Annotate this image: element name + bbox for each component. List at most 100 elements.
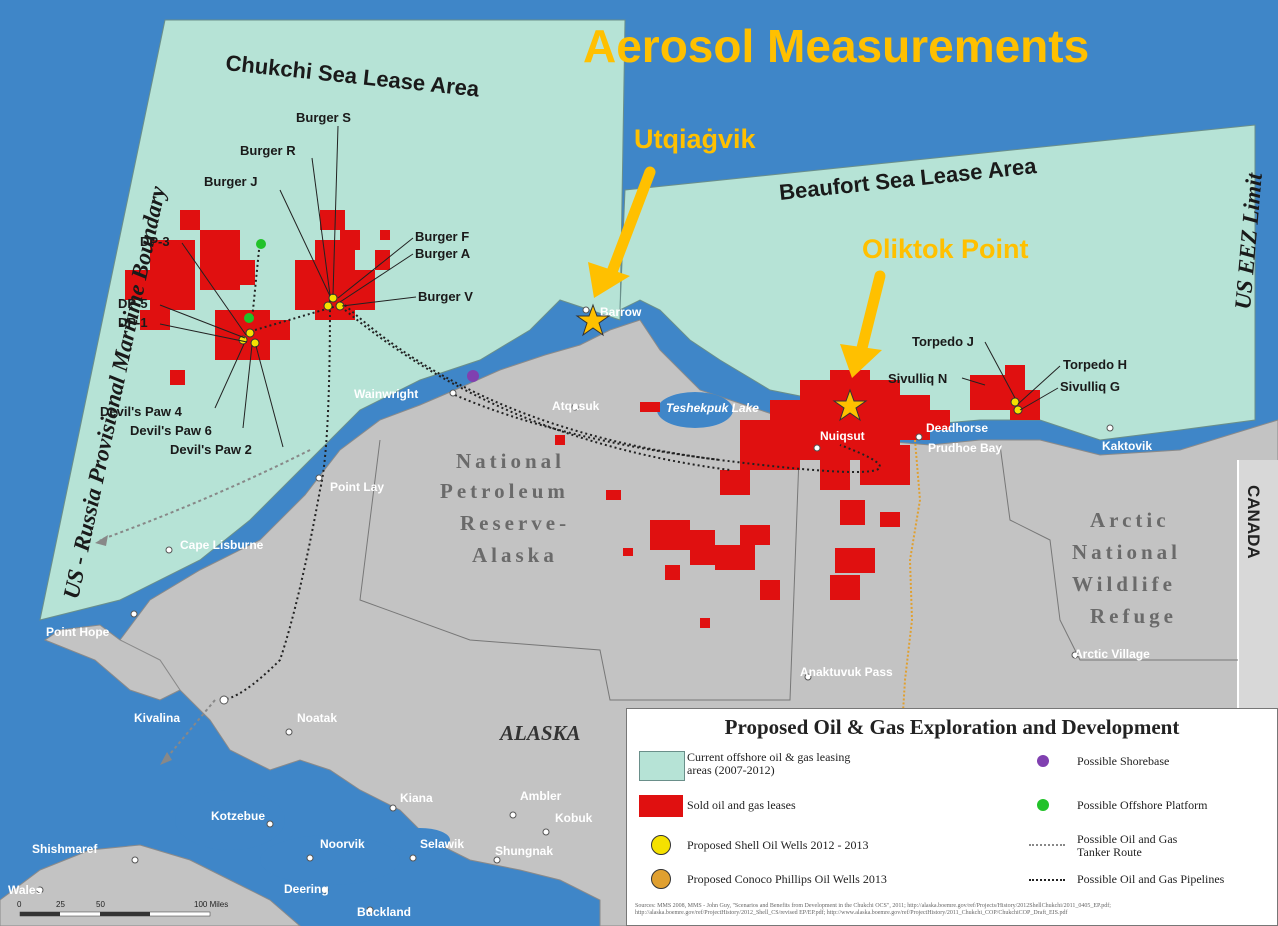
selawik-lake xyxy=(390,828,450,852)
point-hope-coast xyxy=(43,624,181,701)
anwr-boundary xyxy=(999,444,1238,661)
platform-marker-2 xyxy=(244,313,254,323)
town-deering: Deering xyxy=(284,882,329,896)
legend-conoco: Proposed Conoco Phillips Oil Wells 2013 xyxy=(687,872,887,886)
town-wales: Wales xyxy=(8,883,43,897)
legend-swatch-shorebase xyxy=(1037,755,1049,767)
npra-boundary xyxy=(359,429,801,701)
legend-swatch-sold xyxy=(639,795,683,817)
well-torpedo-h: Torpedo H xyxy=(1063,357,1127,372)
town-shungnak: Shungnak xyxy=(495,844,553,858)
well-sivulliq-g: Sivulliq G xyxy=(1060,379,1120,394)
legend-swatch-pipelines xyxy=(1029,879,1065,881)
town-selawik: Selawik xyxy=(420,837,464,851)
kotzebue-sound xyxy=(175,790,285,850)
town-kiana: Kiana xyxy=(400,791,433,805)
legend-swatch-platform xyxy=(1037,799,1049,811)
well-devils-paw-6: Devil's Paw 6 xyxy=(130,423,212,438)
town-kaktovik: Kaktovik xyxy=(1102,439,1152,453)
tanker-arrow-2 xyxy=(160,752,172,765)
town-shishmaref: Shishmaref xyxy=(32,842,98,856)
anwr-line-3: Wildlife xyxy=(1072,572,1176,596)
well-torpedo-j: Torpedo J xyxy=(912,334,974,349)
town-arctic-village: Arctic Village xyxy=(1074,647,1150,661)
npra-line-2: Petroleum xyxy=(440,479,569,503)
callout-utqiagvik: Utqiaġvik xyxy=(634,124,757,154)
legend-swatch-leasing xyxy=(639,751,685,781)
town-prudhoe: Prudhoe Bay xyxy=(928,441,1002,455)
legend-leasing: Current offshore oil & gas leasing areas… xyxy=(687,750,851,777)
npra-line-4: Alaska xyxy=(472,543,558,567)
arrow-oliktok xyxy=(840,270,886,378)
legend-shorebase: Possible Shorebase xyxy=(1077,754,1170,768)
well-burger-f: Burger F xyxy=(415,229,469,244)
town-ambler: Ambler xyxy=(520,789,562,803)
well-burger-r: Burger R xyxy=(240,143,296,158)
legend-tanker: Possible Oil and Gas Tanker Route xyxy=(1077,832,1178,859)
teshekpuk-lake xyxy=(657,392,733,428)
town-dots xyxy=(36,306,1114,914)
town-noatak: Noatak xyxy=(297,711,337,725)
pipeline-routes xyxy=(219,239,881,701)
legend-swatch-tanker xyxy=(1029,844,1065,846)
town-deadhorse: Deadhorse xyxy=(926,421,988,435)
well-burger-j: Burger J xyxy=(204,174,257,189)
anwr-line-1: Arctic xyxy=(1090,508,1170,532)
well-dp5: DP-5 xyxy=(118,296,148,311)
town-point-lay: Point Lay xyxy=(330,480,384,494)
sold-leases xyxy=(125,210,1040,628)
legend-title: Proposed Oil & Gas Exploration and Devel… xyxy=(724,715,1180,739)
well-devils-paw-4: Devil's Paw 4 xyxy=(100,404,183,419)
tanker-routes xyxy=(99,449,311,761)
town-kobuk: Kobuk xyxy=(555,811,593,825)
scale-tick-100: 100 Miles xyxy=(194,900,228,909)
legend-swatch-conoco xyxy=(651,869,671,889)
well-dp3: DP-3 xyxy=(140,234,170,249)
well-dp1: DP-1 xyxy=(118,315,148,330)
npra-line-1: National xyxy=(456,449,565,473)
seward-peninsula xyxy=(0,844,301,926)
anwr-line-4: Refuge xyxy=(1090,604,1177,628)
legend-swatch-shell xyxy=(651,835,671,855)
town-nuiqsut: Nuiqsut xyxy=(820,429,865,443)
map-legend: Proposed Oil & Gas Exploration and Devel… xyxy=(626,708,1278,926)
town-point-hope: Point Hope xyxy=(46,625,110,639)
town-kivalina: Kivalina xyxy=(134,711,180,725)
npra-line-3: Reserve- xyxy=(460,511,570,535)
town-teshekpuk: Teshekpuk Lake xyxy=(666,401,759,415)
legend-shell: Proposed Shell Oil Wells 2012 - 2013 xyxy=(687,838,869,852)
star-oliktok xyxy=(832,388,868,422)
town-anaktuvuk: Anaktuvuk Pass xyxy=(800,665,893,679)
alaska-label: ALASKA xyxy=(498,721,581,745)
town-noorvik: Noorvik xyxy=(320,837,365,851)
town-buckland: Buckland xyxy=(357,905,411,919)
scale-tick-25: 25 xyxy=(56,900,65,909)
star-utqiagvik xyxy=(575,303,611,337)
arrow-utqiagvik xyxy=(588,166,656,298)
well-burger-s: Burger S xyxy=(296,110,351,125)
town-wainwright: Wainwright xyxy=(354,387,418,401)
shorebase-marker xyxy=(467,370,479,382)
anwr-line-2: National xyxy=(1072,540,1181,564)
scale-bar: 0 25 50 100 Miles xyxy=(17,900,228,917)
well-sivulliq-n: Sivulliq N xyxy=(888,371,947,386)
platform-marker-1 xyxy=(256,239,266,249)
kotzebue-water xyxy=(260,835,400,885)
town-atqasuk: Atqasuk xyxy=(552,399,600,413)
legend-pipelines: Possible Oil and Gas Pipelines xyxy=(1077,872,1225,886)
well-burger-a: Burger A xyxy=(415,246,471,261)
town-kotzebue: Kotzebue xyxy=(211,809,265,823)
scale-tick-0: 0 xyxy=(17,900,22,909)
town-cape-lisburne: Cape Lisburne xyxy=(180,538,264,552)
callout-oliktok: Oliktok Point xyxy=(862,234,1029,264)
well-burger-v: Burger V xyxy=(418,289,473,304)
tanker-arrow-1 xyxy=(95,535,108,546)
well-devils-paw-2: Devil's Paw 2 xyxy=(170,442,252,457)
legend-sold: Sold oil and gas leases xyxy=(687,798,796,812)
canada-label: CANADA xyxy=(1244,485,1263,559)
legend-platform: Possible Offshore Platform xyxy=(1077,798,1208,812)
legend-sources: Sources: MMS 2008, MMS - John Guy, "Scen… xyxy=(635,903,1111,916)
well-leader-lines xyxy=(159,125,1061,448)
map-title: Aerosol Measurements xyxy=(583,20,1089,72)
